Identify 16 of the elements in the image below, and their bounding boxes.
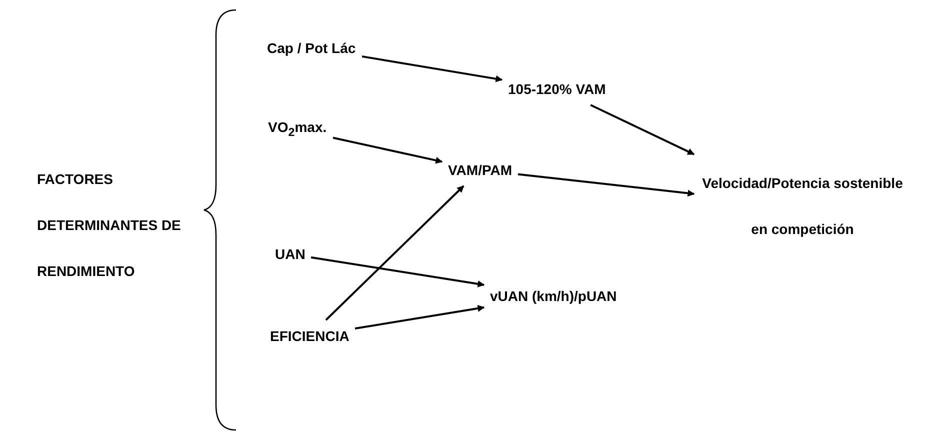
arrow — [310, 256, 485, 288]
factor-label: Cap / Pot Lác — [267, 38, 356, 58]
heading-label: FACTORES DETERMINANTES DE RENDIMIENTO — [37, 156, 207, 294]
factor-label: VO$_{2}$max. — [268, 117, 327, 143]
arrow — [332, 136, 443, 164]
factor-label: Velocidad/Potencia sostenible en competición — [700, 160, 905, 252]
factor-label: VAM/PAM — [448, 160, 512, 180]
factor-label: UAN — [275, 244, 306, 264]
arrow — [518, 173, 695, 197]
arrow — [325, 185, 464, 321]
arrow — [590, 104, 695, 156]
factor-label: 105-120% VAM — [508, 79, 606, 99]
arrow — [354, 304, 485, 330]
factor-label: vUAN (km/h)/pUAN — [490, 286, 617, 306]
factor-label: EFICIENCIA — [270, 326, 350, 346]
arrow — [362, 55, 503, 82]
